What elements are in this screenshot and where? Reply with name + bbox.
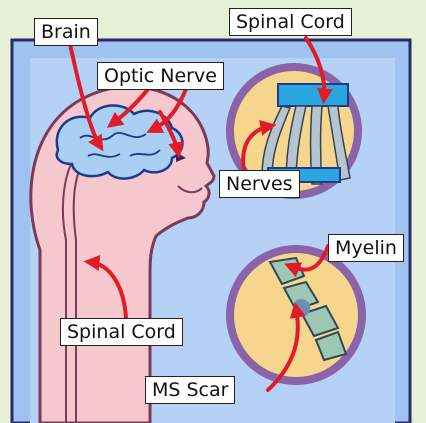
label-nerves: Nerves [219, 170, 300, 198]
label-ms-scar: MS Scar [145, 376, 235, 404]
label-optic-nerve: Optic Nerve [97, 62, 224, 90]
label-myelin: Myelin [328, 234, 404, 262]
spinal-cord-block [278, 84, 348, 106]
label-spinal-cord-top: Spinal Cord [229, 8, 352, 36]
label-spinal-cord-body: Spinal Cord [60, 318, 183, 346]
label-brain: Brain [34, 18, 98, 46]
